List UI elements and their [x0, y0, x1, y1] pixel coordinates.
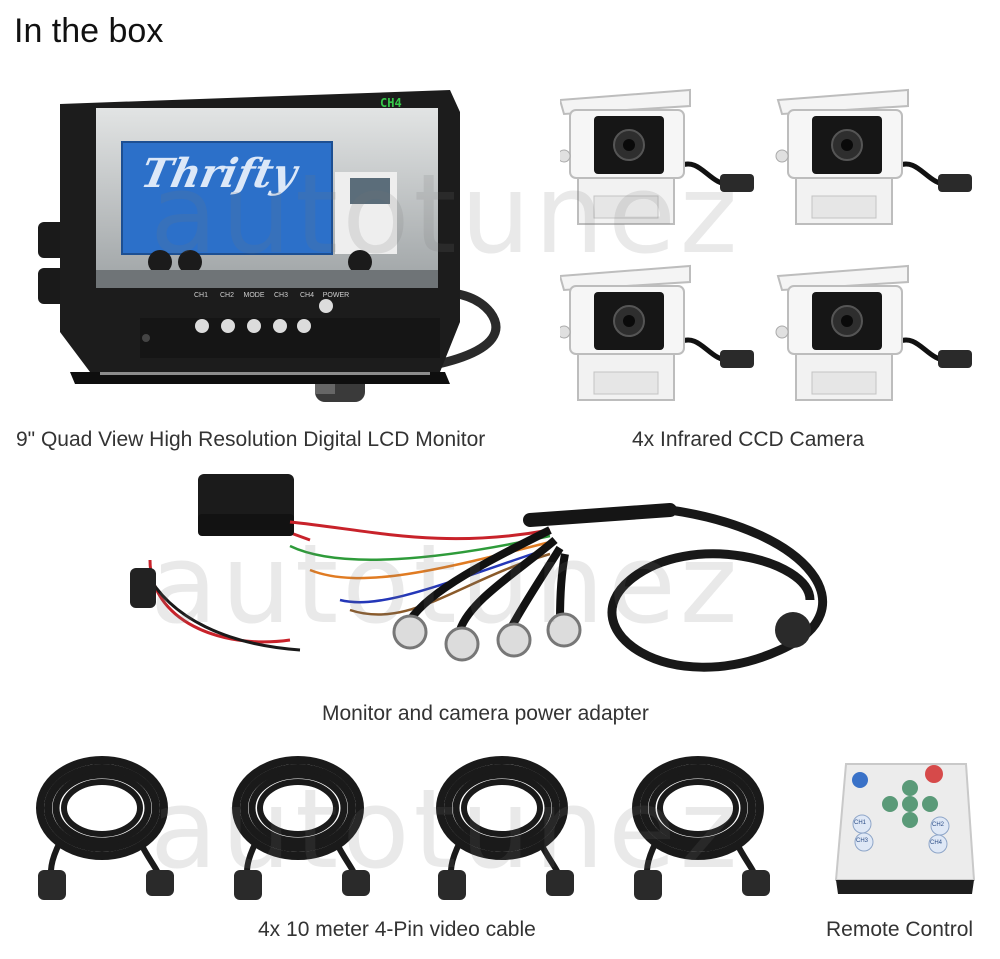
- cameras-caption: 4x Infrared CCD Camera: [632, 428, 865, 451]
- monitor-label-ch3: CH3: [273, 292, 288, 299]
- cables-caption: 4x 10 meter 4-Pin video cable: [258, 918, 536, 941]
- remote-control-image: CH1 CH2 CH3 CH4: [826, 760, 976, 900]
- monitor-label-mode: MODE: [243, 292, 265, 299]
- monitor-caption: 9" Quad View High Resolution Digital LCD…: [16, 428, 486, 451]
- cameras-image: [560, 86, 990, 406]
- remote-label-ch2: CH2: [932, 822, 945, 828]
- adapter-caption: Monitor and camera power adapter: [322, 702, 649, 725]
- monitor-button-labels: CH1 CH2 MODE CH3 CH4 POWER: [190, 292, 350, 299]
- channel-indicator: CH4: [380, 96, 402, 110]
- remote-label-ch3: CH3: [856, 838, 869, 844]
- power-adapter-image: [110, 470, 870, 690]
- monitor-label-power: POWER: [322, 292, 350, 299]
- monitor-image: CH4 Thrifty CH1 CH2 MODE CH3 CH4 POWER: [30, 72, 510, 412]
- page-title: In the box: [14, 12, 164, 50]
- remote-label-ch4: CH4: [930, 840, 943, 846]
- monitor-label-ch4: CH4: [299, 292, 314, 299]
- truck-brand-text: Thrifty: [137, 150, 302, 197]
- remote-label-ch1: CH1: [854, 820, 867, 826]
- monitor-label-ch1: CH1: [193, 292, 208, 299]
- remote-caption: Remote Control: [826, 918, 974, 941]
- video-cables-image: [30, 752, 800, 902]
- monitor-label-ch2: CH2: [219, 292, 234, 299]
